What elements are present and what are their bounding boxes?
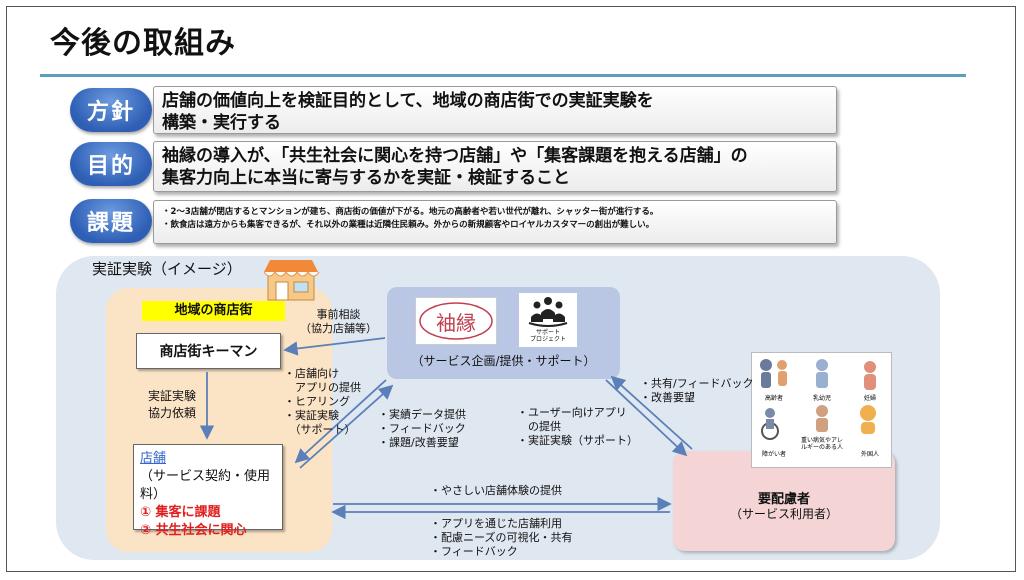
from-user-line-1: ・共有/フィードバック bbox=[640, 377, 754, 390]
store-issue-2: ② 共生社会に関心 bbox=[140, 523, 247, 538]
to-store-line-4: ・実証実験 bbox=[284, 409, 339, 422]
from-user-note: ・共有/フィードバック ・改善要望 bbox=[640, 377, 754, 405]
people-icons bbox=[760, 359, 876, 440]
purpose-line-1: 袖縁の導入が、「共生社会に関心を持つ店舗」や「集客課題を抱える店舗」の bbox=[162, 146, 748, 166]
request-note: 実証実験 協力依頼 bbox=[148, 388, 196, 422]
people-label-1: 高齢者 bbox=[764, 395, 783, 402]
customer-name: 要配慮者 bbox=[757, 492, 810, 507]
to-store-line-3: ・ヒアリング bbox=[284, 395, 350, 408]
issue-badge: 課題 bbox=[70, 199, 152, 243]
consult-note: 事前相談 （協力店舗等） bbox=[300, 308, 377, 336]
experiment-title: 実証実験（イメージ） bbox=[92, 260, 242, 278]
to-store-line-5: （サポート） bbox=[284, 423, 356, 436]
policy-badge: 方針 bbox=[70, 88, 152, 132]
store-sub: （サービス契約・使用料） bbox=[140, 469, 271, 502]
from-store-line-3: ・課題/改善要望 bbox=[378, 436, 459, 449]
consult-line-2: （協力店舗等） bbox=[300, 322, 377, 335]
to-store-line-2: アプリの提供 bbox=[284, 381, 361, 394]
purpose-badge: 目的 bbox=[70, 142, 152, 186]
store-box: 店舗 （サービス契約・使用料） ① 集客に課題 ② 共生社会に関心 bbox=[133, 444, 283, 538]
support-project-logo: サポート プロジェクト bbox=[519, 293, 577, 347]
policy-line-2: 構築・実行する bbox=[162, 113, 281, 133]
purpose-line-2: 集客力向上に本当に寄与するかを実証・検証すること bbox=[162, 168, 570, 188]
people-label-6: 外国人 bbox=[860, 451, 879, 458]
from-user-line-2: ・改善要望 bbox=[640, 391, 695, 404]
from-store-line-1: ・実績データ提供 bbox=[378, 408, 466, 421]
people-label-4: 障がい者 bbox=[761, 451, 786, 458]
to-store-line-1: ・店舗向け bbox=[284, 367, 339, 380]
to-user-line-3: ・実証実験（サポート） bbox=[517, 434, 638, 447]
store-to-user-note: ・やさしい店舗体験の提供 bbox=[430, 484, 562, 497]
store-name: 店舗 bbox=[140, 451, 167, 466]
purpose-box: 袖縁の導入が、「共生社会に関心を持つ店舗」や「集客課題を抱える店舗」の 集客力向… bbox=[153, 141, 837, 192]
from-store-line-2: ・フィードバック bbox=[378, 422, 466, 435]
request-line-1: 実証実験 bbox=[148, 389, 197, 403]
policy-box: 店舗の価値向上を検証目的として、地域の商店街での実証実験を 構築・実行する bbox=[153, 86, 837, 134]
support-logo-line-2: プロジェクト bbox=[529, 336, 566, 343]
policy-line-1: 店舗の価値向上を検証目的として、地域の商店街での実証実験を bbox=[162, 91, 654, 111]
consult-line-1: 事前相談 bbox=[316, 308, 361, 321]
issue-line-1: ・2～3店舗が閉店するとマンションが建ち、商店街の価値が下がる。地元の高齢者や若… bbox=[162, 207, 659, 217]
service-caption: （サービス企画/提供・サポート） bbox=[411, 354, 596, 368]
sodeen-logo-mark bbox=[419, 302, 493, 340]
people-illustration: 高齢者 乳幼児 妊婦 障がい者 重い病気やアレルギーのある人 外国人 bbox=[751, 352, 892, 468]
page-title: 今後の取組み bbox=[50, 26, 236, 61]
support-logo-line-1: サポート bbox=[535, 329, 560, 336]
sodeen-logo: 袖縁 bbox=[415, 297, 497, 345]
keyman-box: 商店街キーマン bbox=[136, 333, 281, 369]
people-label-3: 妊婦 bbox=[863, 395, 876, 402]
to-user-line-1: ・ユーザー向けアプリ bbox=[517, 406, 627, 419]
from-store-note: ・実績データ提供 ・フィードバック ・課題/改善要望 bbox=[378, 408, 466, 450]
issue-box: ・2～3店舗が閉店するとマンションが建ち、商店街の価値が下がる。地元の高齢者や若… bbox=[153, 200, 837, 244]
people-label-5: 重い病気やアレルギーのある人 bbox=[800, 437, 843, 451]
user-to-store-note: ・アプリを通じた店舗利用 ・配慮ニーズの可視化・共有 ・フィードバック bbox=[430, 517, 572, 559]
customer-sub: （サービス利用者） bbox=[729, 507, 838, 521]
to-user-note: ・ユーザー向けアプリ の提供 ・実証実験（サポート） bbox=[517, 406, 638, 448]
issue-line-2: ・飲食店は遠方からも集客できるが、それ以外の業種は近隣住民頼み。外からの新規顧客… bbox=[162, 220, 655, 230]
request-line-2: 協力依頼 bbox=[148, 406, 197, 420]
to-store-note: ・店舗向け アプリの提供 ・ヒアリング ・実証実験 （サポート） bbox=[284, 367, 361, 437]
user-to-store-line-3: ・フィードバック bbox=[430, 545, 518, 558]
store-issue-1: ① 集客に課題 bbox=[140, 505, 221, 520]
shopping-street-label: 地域の商店街 bbox=[142, 301, 285, 321]
shop-icon bbox=[263, 260, 320, 301]
sodeen-logo-text: 袖縁 bbox=[436, 311, 476, 335]
title-rule bbox=[40, 74, 966, 77]
support-people-icon bbox=[528, 297, 568, 327]
user-to-store-line-2: ・配慮ニーズの可視化・共有 bbox=[430, 531, 573, 544]
user-to-store-line-1: ・アプリを通じた店舗利用 bbox=[430, 517, 562, 530]
people-label-2: 乳幼児 bbox=[812, 395, 831, 402]
to-user-line-2: の提供 bbox=[517, 420, 561, 433]
